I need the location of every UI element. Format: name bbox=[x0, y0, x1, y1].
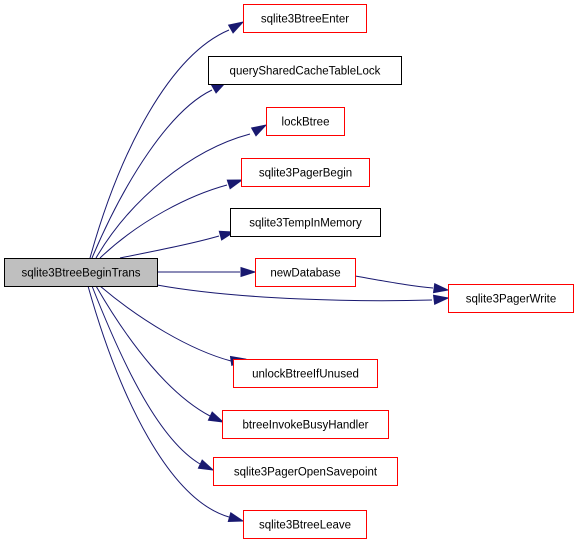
edge-arrowhead bbox=[250, 124, 268, 137]
edge-root-to-n1 bbox=[89, 21, 245, 259]
edge-line bbox=[99, 285, 232, 362]
node-box bbox=[230, 208, 381, 237]
node-label: lockBtree bbox=[282, 117, 330, 129]
node-n11[interactable]: sqlite3BtreeLeave bbox=[243, 510, 367, 539]
edge-line bbox=[354, 275, 434, 289]
edge-root-to-n2 bbox=[91, 81, 228, 259]
edge-line bbox=[99, 184, 228, 259]
edge-root-to-n9 bbox=[95, 285, 225, 423]
edge-arrowhead bbox=[240, 266, 257, 278]
edge-root-to-n5 bbox=[119, 230, 236, 259]
edge-root-to-n3 bbox=[95, 124, 268, 259]
node-n2[interactable]: querySharedCacheTableLock bbox=[208, 56, 402, 85]
node-box bbox=[255, 258, 356, 287]
node-box bbox=[448, 284, 574, 313]
edge-line bbox=[87, 285, 230, 518]
node-n6[interactable]: newDatabase bbox=[255, 258, 356, 287]
node-label: unlockBtreeIfUnused bbox=[252, 369, 359, 381]
edge-arrowhead bbox=[432, 282, 450, 294]
edge-line bbox=[95, 285, 211, 417]
edge-arrowhead bbox=[432, 294, 450, 305]
node-n10[interactable]: sqlite3PagerOpenSavepoint bbox=[213, 457, 398, 486]
node-label: sqlite3BtreeLeave bbox=[259, 520, 351, 532]
node-box bbox=[243, 510, 367, 539]
node-label: querySharedCacheTableLock bbox=[230, 66, 381, 78]
node-n4[interactable]: sqlite3PagerBegin bbox=[241, 158, 370, 187]
node-n7[interactable]: sqlite3PagerWrite bbox=[448, 284, 574, 313]
node-n3[interactable]: lockBtree bbox=[266, 107, 345, 136]
edge-line bbox=[91, 285, 201, 465]
edge-arrowhead bbox=[227, 21, 245, 34]
edge-root-to-n4 bbox=[99, 179, 244, 259]
edge-line bbox=[119, 235, 220, 259]
edge-root-to-n10 bbox=[91, 285, 215, 471]
edge-arrowhead bbox=[207, 411, 225, 423]
node-box bbox=[208, 56, 402, 85]
edge-n6-to-n7 bbox=[354, 275, 450, 294]
nodes-layer: sqlite3BtreeBeginTrans sqlite3BtreeEnter q… bbox=[4, 4, 574, 539]
edge-root-to-n7 bbox=[156, 284, 450, 305]
edge-arrowhead bbox=[226, 179, 244, 190]
edge-line bbox=[89, 29, 230, 259]
node-box bbox=[222, 410, 389, 439]
node-n5[interactable]: sqlite3TempInMemory bbox=[230, 208, 381, 237]
edge-line bbox=[95, 133, 251, 259]
node-label: sqlite3BtreeBeginTrans bbox=[21, 268, 140, 280]
node-box bbox=[4, 258, 158, 287]
edge-root-to-n8 bbox=[99, 285, 247, 367]
edge-root-to-n6 bbox=[157, 266, 257, 278]
node-n1[interactable]: sqlite3BtreeEnter bbox=[243, 4, 367, 33]
node-box bbox=[213, 457, 398, 486]
edge-line bbox=[91, 89, 213, 259]
node-n9[interactable]: btreeInvokeBusyHandler bbox=[222, 410, 389, 439]
node-n8[interactable]: unlockBtreeIfUnused bbox=[233, 359, 378, 388]
edge-arrowhead bbox=[227, 512, 245, 523]
node-box bbox=[266, 107, 345, 136]
node-label: sqlite3TempInMemory bbox=[249, 218, 362, 230]
node-label: sqlite3PagerWrite bbox=[466, 294, 557, 306]
node-root: sqlite3BtreeBeginTrans bbox=[4, 258, 158, 287]
edge-arrowhead bbox=[197, 459, 215, 471]
node-label: sqlite3PagerOpenSavepoint bbox=[234, 467, 378, 479]
node-box bbox=[233, 359, 378, 388]
node-box bbox=[243, 4, 367, 33]
node-label: sqlite3BtreeEnter bbox=[261, 14, 349, 26]
edge-root-to-n11 bbox=[87, 285, 245, 523]
node-box bbox=[241, 158, 370, 187]
node-label: btreeInvokeBusyHandler bbox=[243, 420, 369, 432]
node-label: newDatabase bbox=[270, 268, 340, 280]
edge-line bbox=[156, 284, 433, 302]
node-label: sqlite3PagerBegin bbox=[259, 168, 352, 180]
